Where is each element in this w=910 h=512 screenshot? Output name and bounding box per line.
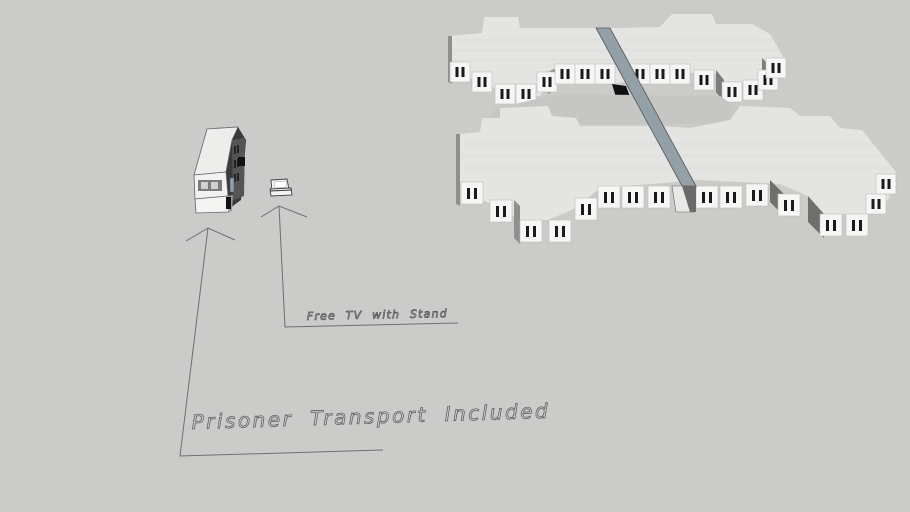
- prison-bus[interactable]: [193, 126, 246, 214]
- tv-arrow-head: [260, 205, 308, 218]
- tv-with-stand[interactable]: [269, 178, 293, 197]
- bus-leader-line: [179, 227, 384, 457]
- annotation-leaders: [179, 205, 459, 457]
- bus-arrow-head: [185, 227, 236, 242]
- walkway-bridge[interactable]: [595, 27, 697, 213]
- tv-leader-line: [278, 205, 459, 328]
